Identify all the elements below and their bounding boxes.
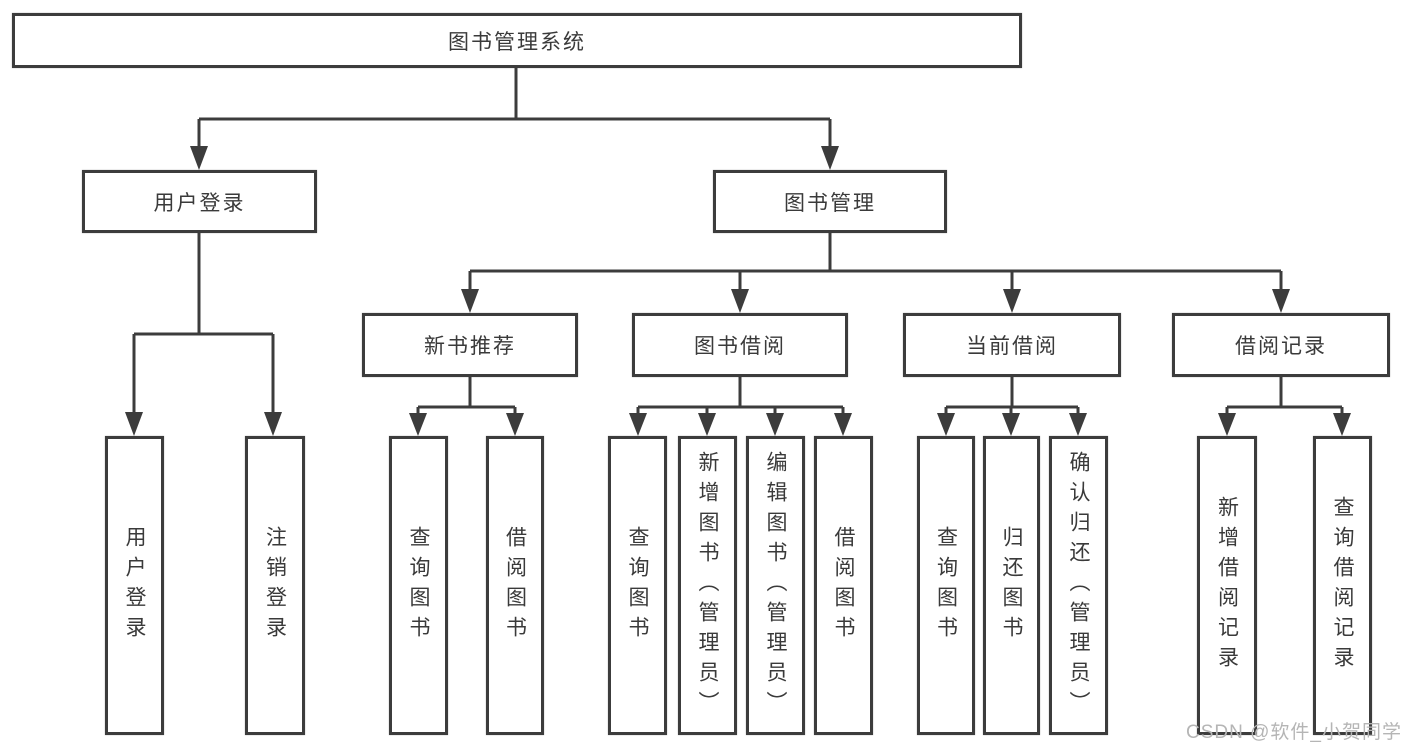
leaf-borrow-books: 借阅图书 (814, 436, 873, 735)
leaf-query-books-current: 查询图书 (917, 436, 975, 735)
leaf-user-login: 用户登录 (105, 436, 164, 735)
leaf-return-books: 归还图书 (983, 436, 1040, 735)
node-root-system: 图书管理系统 (12, 13, 1022, 68)
leaf-borrow-books-recommend: 借阅图书 (486, 436, 544, 735)
node-book-management: 图书管理 (713, 170, 947, 233)
arrowhead-icons (125, 146, 1351, 436)
node-new-book-recommend: 新书推荐 (362, 313, 578, 377)
leaf-edit-books-admin: 编辑图书（管理员） (746, 436, 805, 735)
node-label: 查询图书 (626, 525, 649, 646)
node-borrow-records: 借阅记录 (1172, 313, 1390, 377)
node-label: 用户登录 (123, 525, 146, 646)
csdn-watermark: CSDN @软件_小贺同学 (1186, 722, 1402, 743)
node-label: 注销登录 (263, 525, 287, 646)
node-label: 当前借阅 (966, 335, 1058, 358)
leaf-query-borrow-record: 查询借阅记录 (1313, 436, 1372, 735)
node-label: 借阅图书 (503, 525, 527, 646)
node-label: 图书管理 (784, 191, 876, 215)
node-label: 确认归还（管理员） (1067, 450, 1090, 721)
leaf-add-borrow-record: 新增借阅记录 (1197, 436, 1257, 735)
node-label: 图书管理系统 (448, 30, 586, 54)
node-book-borrow: 图书借阅 (632, 313, 848, 377)
node-label: 编辑图书（管理员） (764, 450, 787, 721)
node-label: 借阅记录 (1235, 335, 1327, 358)
node-label: 借阅图书 (832, 525, 855, 646)
node-label: 新书推荐 (424, 335, 516, 358)
node-label: 查询借阅记录 (1331, 495, 1354, 676)
leaf-confirm-return-admin: 确认归还（管理员） (1049, 436, 1108, 735)
node-label: 查询图书 (934, 525, 958, 646)
leaf-query-books-recommend: 查询图书 (389, 436, 448, 735)
node-label: 用户登录 (153, 191, 246, 215)
node-label: 归还图书 (1000, 525, 1023, 646)
node-label: 查询图书 (407, 525, 430, 646)
node-label: 新增图书（管理员） (696, 450, 719, 721)
node-current-borrow: 当前借阅 (903, 313, 1121, 377)
leaf-query-books-borrow: 查询图书 (608, 436, 667, 735)
node-label: 新增借阅记录 (1215, 495, 1239, 676)
leaf-logout: 注销登录 (245, 436, 305, 735)
node-label: 图书借阅 (694, 335, 786, 358)
leaf-add-books-admin: 新增图书（管理员） (678, 436, 737, 735)
node-user-login: 用户登录 (82, 170, 317, 233)
